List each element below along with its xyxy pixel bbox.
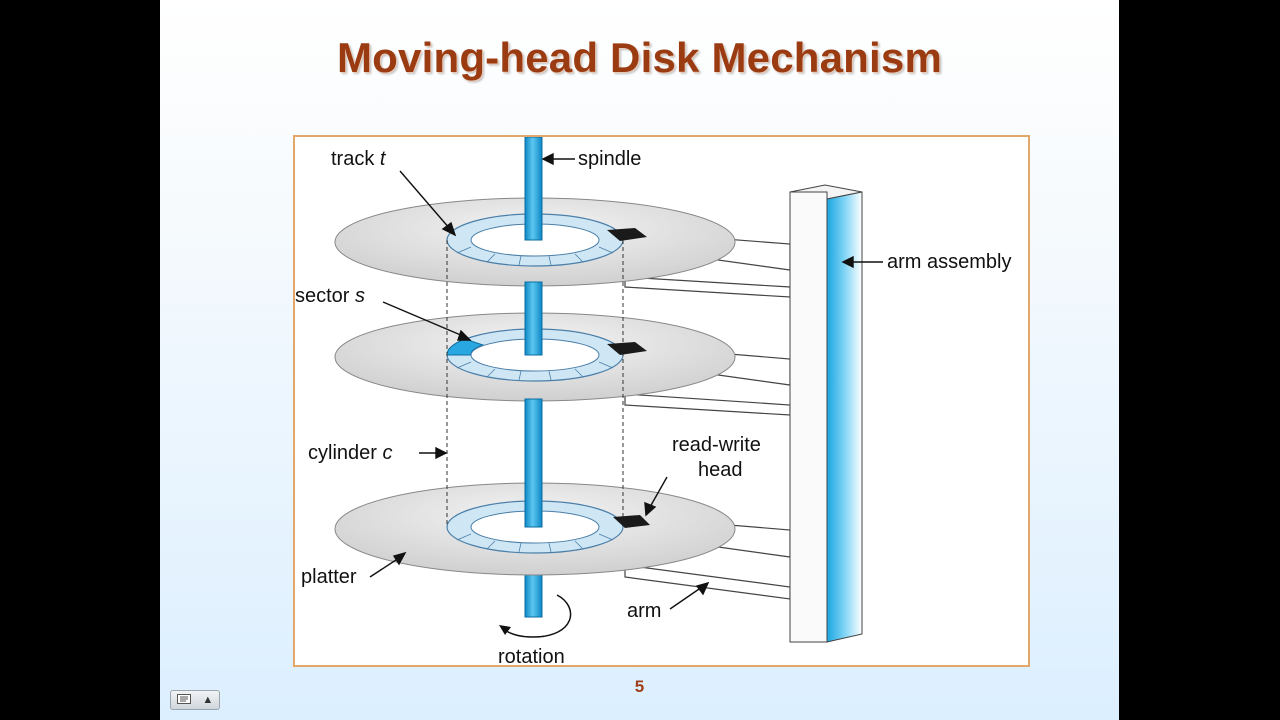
arm-bottom-lower [624,564,791,600]
platter-middle [334,281,736,402]
cylinder-lines [446,240,624,527]
head-middle [607,342,647,355]
label-spindle: spindle [578,148,641,170]
label-arrows [369,152,883,610]
disk-diagram: track t spindle arm assembly sector s cy… [293,135,1030,667]
platter-top [334,137,736,287]
page-number: 5 [634,677,645,696]
arm-top-lower [624,276,791,298]
label-arm: arm [627,600,661,622]
read-write-heads [607,228,650,528]
platter-bottom [334,398,736,576]
head-top [607,228,647,241]
head-bottom [613,515,650,528]
rotation-arrow [499,594,572,638]
label-rotation: rotation [498,646,565,665]
label-track: track t [331,148,387,170]
arm-middle-lower [624,393,791,416]
slide: Moving-head Disk Mechanism [160,0,1119,720]
triangle-up-icon[interactable]: ▲ [202,694,214,706]
label-arm-assembly: arm assembly [887,251,1011,273]
slide-title: Moving-head Disk Mechanism [337,34,942,81]
arm-assembly-column [789,184,863,643]
label-sector: sector s [295,285,365,307]
slide-menu-icon[interactable] [176,693,191,707]
slide-nav-control[interactable]: ▲ [170,690,220,710]
label-read-write: read-write [672,434,761,456]
track-ticks [456,246,614,553]
label-head: head [698,459,743,481]
label-platter: platter [301,566,357,588]
disk-diagram-svg: track t spindle arm assembly sector s cy… [295,137,1011,665]
label-cylinder: cylinder c [308,442,392,464]
